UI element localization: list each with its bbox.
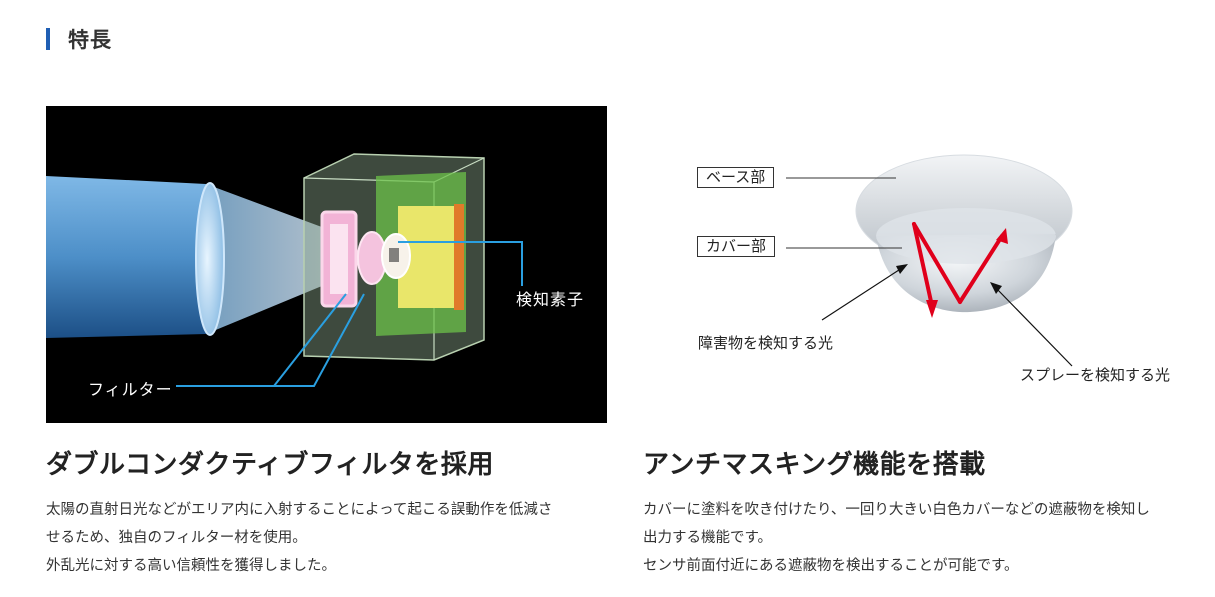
obstacle-light-caption: 障害物を検知する光: [698, 334, 834, 352]
feature-body-filter: 太陽の直射日光などがエリア内に入射することによって起こる誤動作を低減さ せるため…: [46, 496, 616, 580]
section-heading: 特長: [46, 26, 112, 52]
feature-title-filter: ダブルコンダクティブフィルタを採用: [46, 450, 494, 480]
feature-body-antimasking: カバーに塗料を吹き付けたり、一回り大きい白色カバーなどの遮蔽物を検知し 出力する…: [643, 496, 1213, 580]
body-line: カバーに塗料を吹き付けたり、一回り大きい白色カバーなどの遮蔽物を検知し: [643, 502, 1150, 518]
sensor-dome-illustration: ベース部 カバー部 障害物を検知する光 スプレーを検知する光: [640, 106, 1201, 423]
sensor-element-label: 検知素子: [516, 290, 585, 309]
body-line: 外乱光に対する高い信頼性を獲得しました。: [46, 558, 336, 574]
body-line: センサ前面付近にある遮蔽物を検出することが可能です。: [643, 558, 1019, 574]
body-line: 出力する機能です。: [643, 530, 773, 546]
section-accent-bar: [46, 28, 50, 50]
body-line: 太陽の直射日光などがエリア内に入射することによって起こる誤動作を低減さ: [46, 502, 553, 518]
feature-title-antimasking: アンチマスキング機能を搭載: [643, 450, 986, 480]
cover-part-label: カバー部: [697, 236, 776, 257]
filter-label: フィルター: [88, 380, 173, 399]
filter-illustration: 検知素子 フィルター: [46, 106, 607, 423]
base-part-label: ベース部: [697, 167, 775, 188]
spray-light-caption: スプレーを検知する光: [1020, 366, 1171, 384]
section-title: 特長: [68, 28, 112, 52]
body-line: せるため、独自のフィルター材を使用。: [46, 530, 307, 546]
